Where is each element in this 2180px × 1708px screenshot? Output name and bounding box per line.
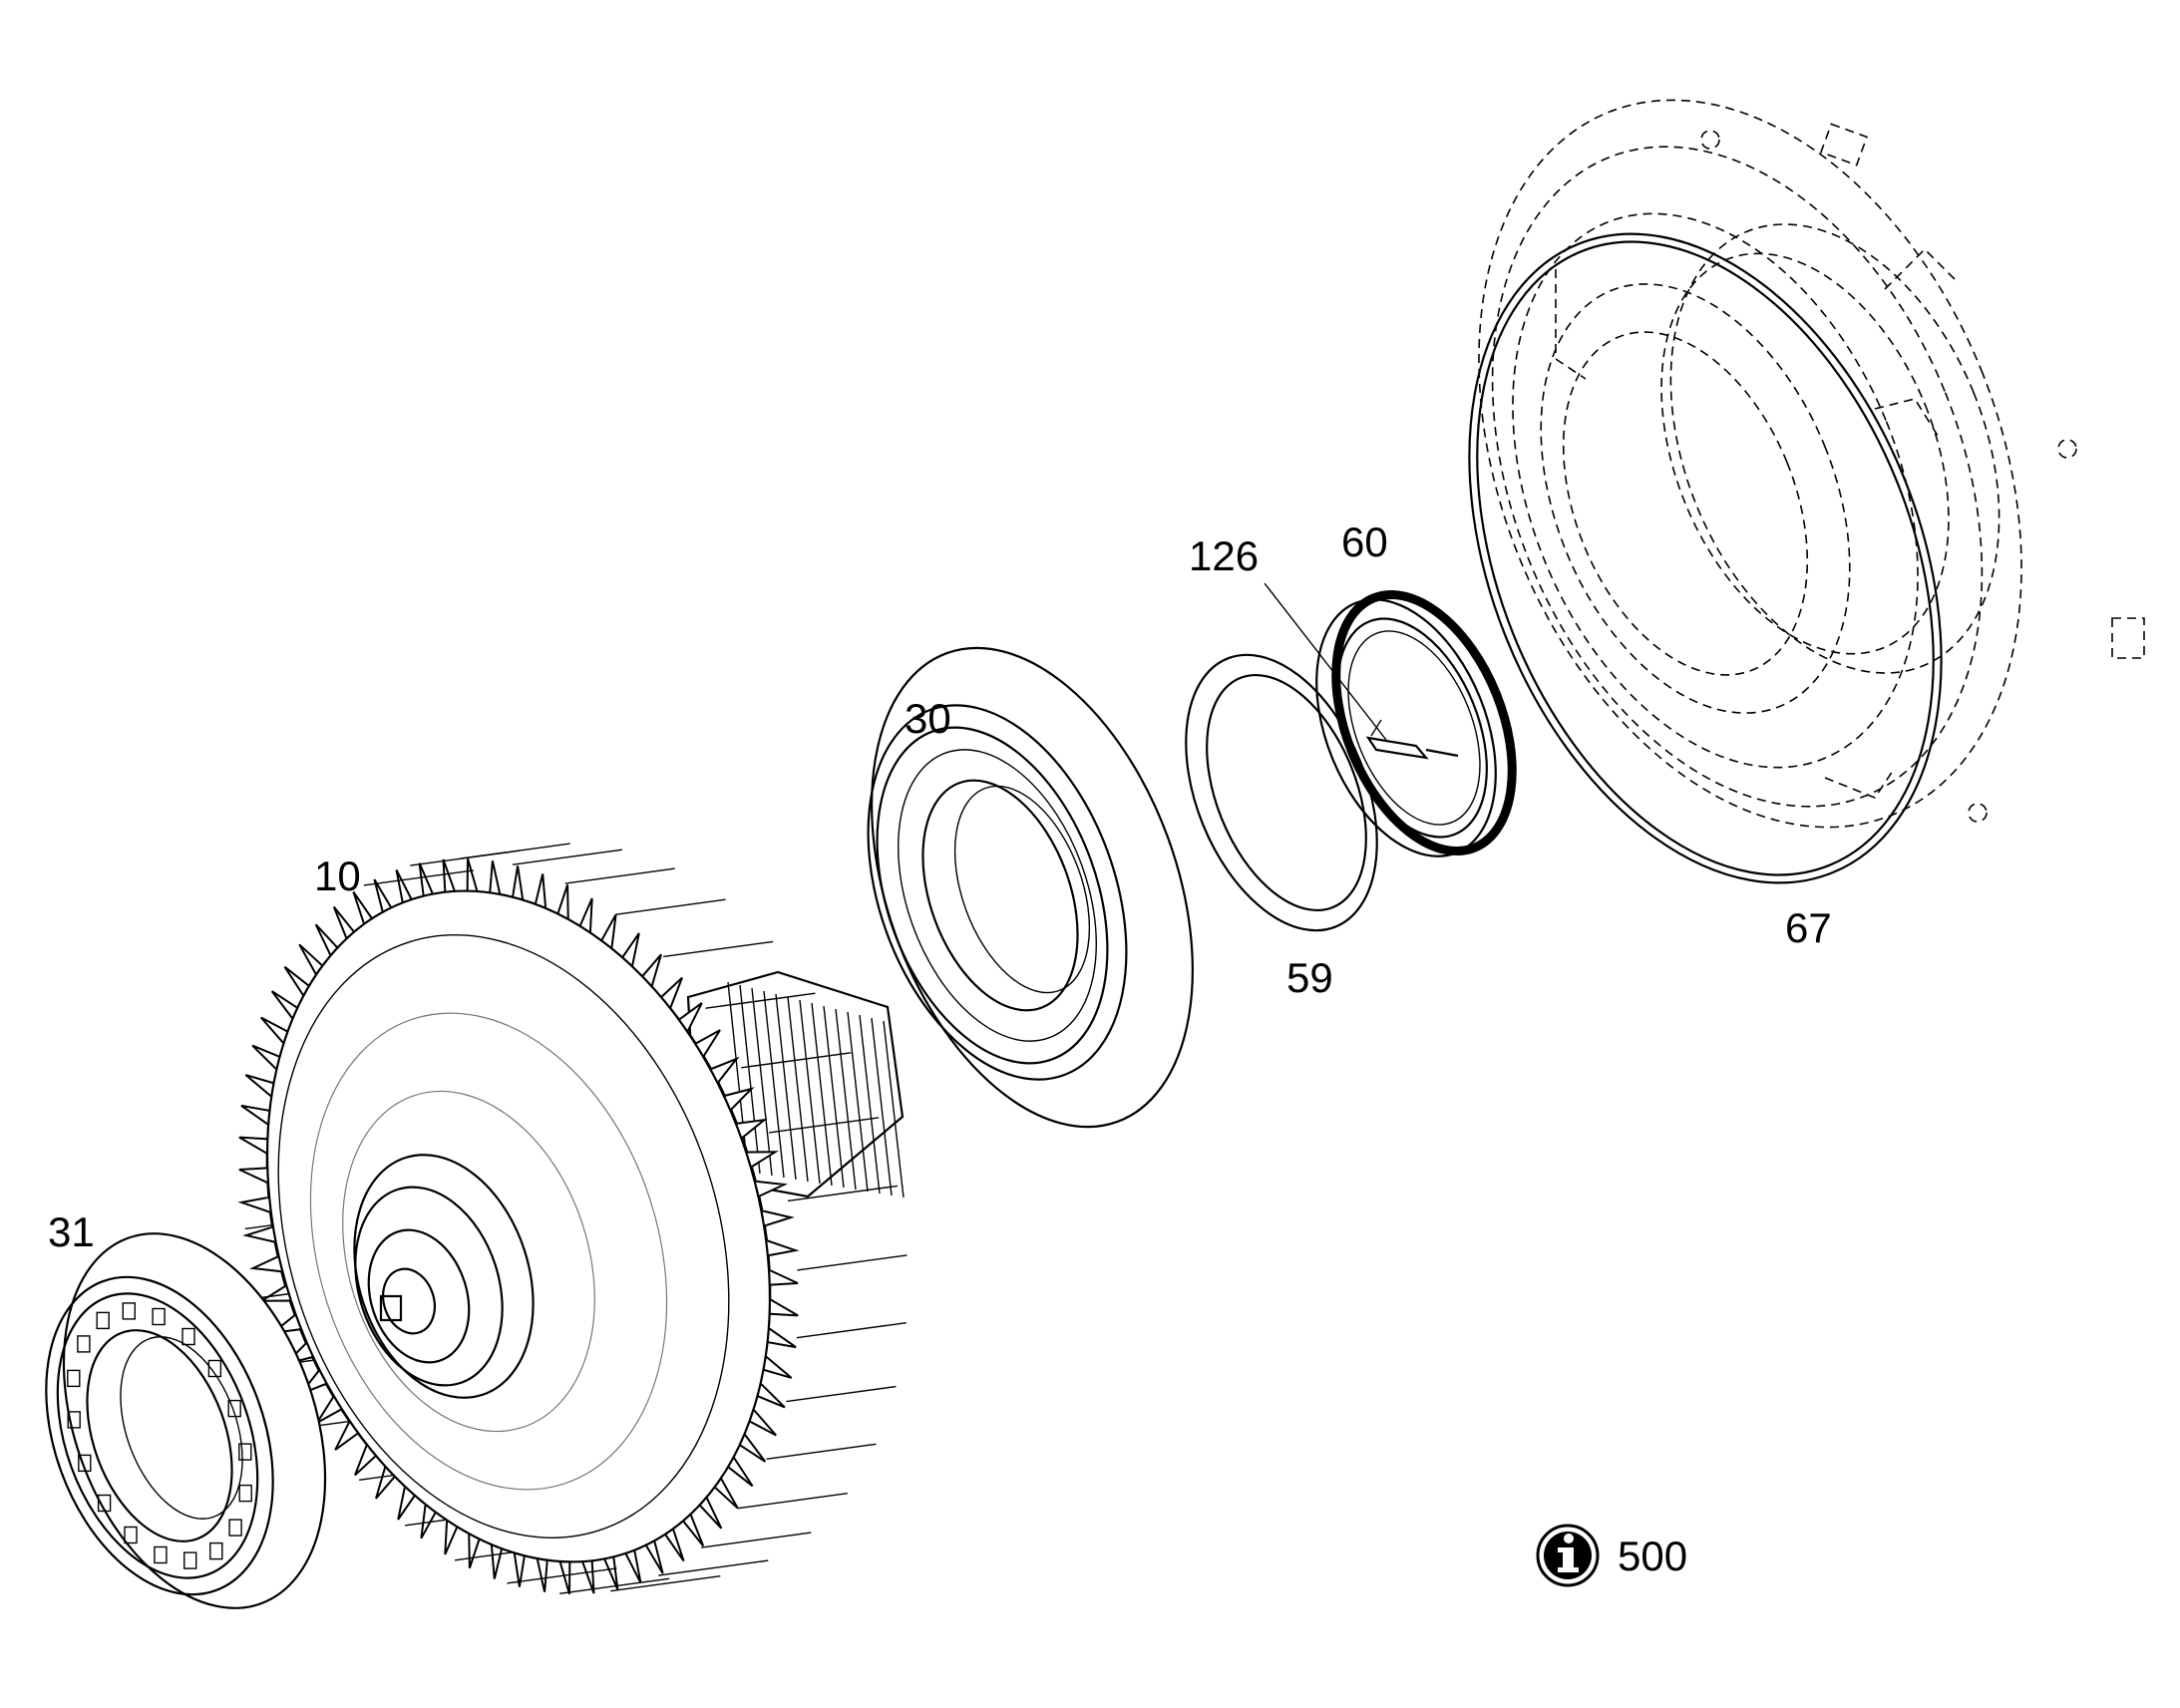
- gear-tooth-edge: [615, 898, 726, 915]
- spline-tooth: [751, 987, 773, 1177]
- info-icon: [1536, 1524, 1600, 1587]
- gear-tooth-edge: [769, 1117, 880, 1134]
- gear-tooth-edge: [564, 867, 675, 884]
- bearing-roller: [238, 1443, 252, 1461]
- gear-tooth-edge: [658, 1559, 769, 1576]
- gear-tooth-edge: [507, 1567, 617, 1584]
- callout-60: 60: [1341, 518, 1388, 565]
- spline-tooth: [859, 1014, 881, 1195]
- gear-tooth-edge: [741, 1052, 852, 1069]
- callout-59: 59: [1286, 954, 1333, 1001]
- gear-tooth-edge: [610, 1575, 721, 1592]
- bearing-roller: [209, 1541, 223, 1560]
- gear-tooth-edge: [786, 1385, 897, 1403]
- gear-tooth-edge: [701, 1532, 812, 1548]
- part-10-gear-shaft: [237, 843, 908, 1595]
- callout-126: 126: [1189, 532, 1259, 579]
- bearing-roller: [97, 1494, 112, 1513]
- spline-tooth: [847, 1011, 869, 1193]
- gear-tooth-edge: [705, 992, 816, 1009]
- bearing-roller: [152, 1307, 166, 1326]
- spline-tooth: [787, 996, 809, 1183]
- bearing-roller: [154, 1545, 168, 1564]
- gear-tooth-edge: [559, 1577, 670, 1594]
- part-30-bearing: [867, 646, 1194, 1129]
- callout-31: 31: [48, 1208, 95, 1255]
- bearing-roller: [182, 1327, 195, 1346]
- info-reference-number: 500: [1618, 1533, 1687, 1579]
- bearing-roller: [238, 1484, 252, 1503]
- bearing-roller: [182, 1551, 197, 1569]
- callout-67: 67: [1785, 904, 1832, 951]
- gear-tooth-edge: [797, 1254, 908, 1271]
- spline-tooth: [871, 1017, 893, 1196]
- bearing-roller: [122, 1302, 137, 1320]
- bearing-roller: [67, 1369, 81, 1388]
- gear-tooth-edge: [737, 1493, 848, 1510]
- spline-tooth: [883, 1020, 905, 1198]
- spline-tooth: [811, 1002, 833, 1187]
- part-60-shaft-seal: [1315, 589, 1517, 857]
- callout-10: 10: [314, 853, 361, 899]
- spline-tooth: [775, 993, 797, 1181]
- spline-tooth: [799, 999, 821, 1185]
- gear-tooth-edge: [512, 849, 623, 865]
- bearing-roller: [227, 1399, 241, 1418]
- spline-tooth: [727, 981, 749, 1173]
- bearing-roller: [228, 1519, 242, 1537]
- bearing-roller: [67, 1411, 81, 1429]
- spline-tooth: [739, 984, 761, 1175]
- gear-tooth-edge: [766, 1443, 877, 1460]
- bearing-roller: [78, 1454, 92, 1473]
- leader-line-126: [1264, 582, 1387, 741]
- bearing-roller: [77, 1335, 91, 1353]
- gear-tooth-edge: [796, 1322, 907, 1339]
- gear-tooth-edge: [663, 940, 774, 958]
- bearing-roller: [207, 1359, 222, 1378]
- spline-tooth: [763, 990, 785, 1179]
- spline-tooth: [835, 1008, 857, 1191]
- part-59-shim-ring: [1185, 653, 1378, 932]
- part-31-bearing: [45, 1232, 327, 1609]
- bearing-roller: [96, 1311, 110, 1330]
- callout-30: 30: [905, 695, 951, 742]
- gear-tooth-edge: [460, 843, 570, 859]
- gear-tooth-edge: [363, 869, 474, 886]
- part-67-housing-cover: [1468, 99, 2145, 884]
- spline-tooth: [823, 1005, 845, 1189]
- gear-tooth-edge: [787, 1185, 899, 1202]
- bearing-roller: [124, 1526, 138, 1544]
